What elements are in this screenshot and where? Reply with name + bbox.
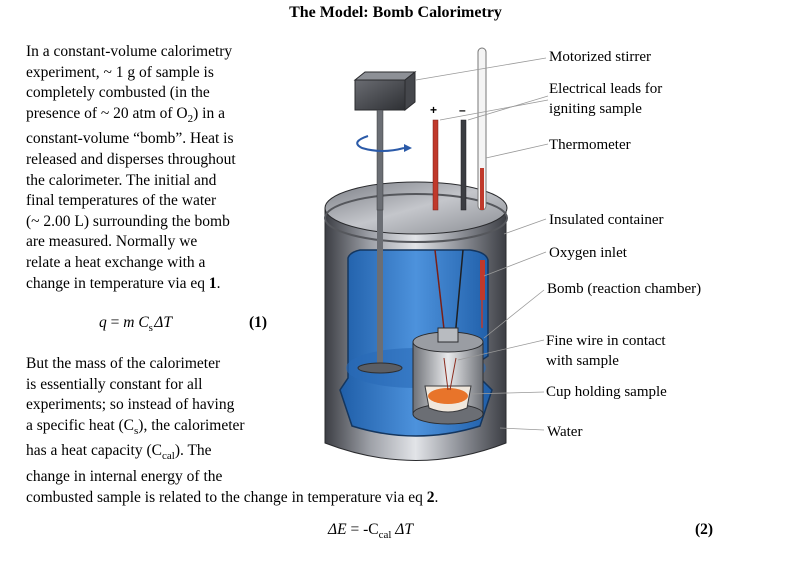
body-line: combusted sample is related to the chang… [26,488,439,506]
intro-line: are measured. Normally we [26,233,198,251]
label-insulated-container: Insulated container [549,212,664,228]
intro-line: presence of ~ 20 atm of O2) in a [26,104,225,125]
intro-line: completely combusted (in the [26,84,210,102]
label-fine-wire: Fine wire in contact with sample [546,333,666,369]
body-line: experiments; so instead of having [26,396,235,414]
label-motorized-stirrer: Motorized stirrer [549,49,652,65]
rotation-arrow-icon [356,135,412,152]
label-oxygen-inlet: Oxygen inlet [549,245,627,261]
intro-line: released and disperses throughout [26,151,236,169]
minus-sign: – [459,103,466,117]
sample-cup [424,357,472,413]
ccal-subscript: cal [162,450,175,463]
body-paragraph: But the mass of the calorimeter is essen… [26,354,438,508]
label-thermometer: Thermometer [549,137,631,153]
intro-line: (~ 2.00 L) surrounding the bomb [26,212,230,230]
label-electrical-leads: Electrical leads for igniting sample [549,81,663,117]
motor-box [353,70,417,211]
electrical-leads: + – [430,103,467,339]
eq-ref-1: 1 [208,274,217,292]
intro-line: experiment, ~ 1 g of sample is [26,63,214,81]
body-line: is essentially constant for all [26,375,203,393]
intro-line: relate a heat exchange with a [26,254,206,272]
intro-paragraph: In a constant-volume calorimetry experim… [26,42,236,294]
intro-line: final temperatures of the water [26,192,217,210]
eq-ref-2: 2 [426,488,435,506]
label-cup: Cup holding sample [546,384,667,400]
equation-2: ΔE = -Ccal ΔT [328,521,413,542]
equation-1: q = m Cs ΔT [99,314,172,335]
equation-1-number: (1) [249,314,268,331]
body-line: has a heat capacity (Ccal). The [26,442,212,463]
label-bomb: Bomb (reaction chamber) [547,281,702,297]
o2-subscript: 2 [187,112,194,125]
intro-line: the calorimeter. The initial and [26,171,217,189]
body-line: a specific heat (Cs), the calorimeter [26,416,245,437]
plus-sign: + [430,103,437,117]
stirrer-blade [357,118,403,374]
page-title: The Model: Bomb Calorimetry [289,4,502,21]
intro-line: In a constant-volume calorimetry [26,43,233,60]
intro-line: change in temperature via eq 1. [26,274,221,292]
body-line: But the mass of the calorimeter [26,355,221,372]
cs-subscript: s [134,424,139,437]
calorimeter-diagram: + – [324,47,549,461]
equation-2-number: (2) [695,521,714,538]
body-line: change in internal energy of the [26,468,223,486]
oxygen-inlet [480,260,485,328]
thermometer [477,47,487,211]
leader-lines [415,57,549,431]
intro-line: constant-volume “bomb”. Heat is [26,130,234,148]
label-water: Water [547,424,583,440]
